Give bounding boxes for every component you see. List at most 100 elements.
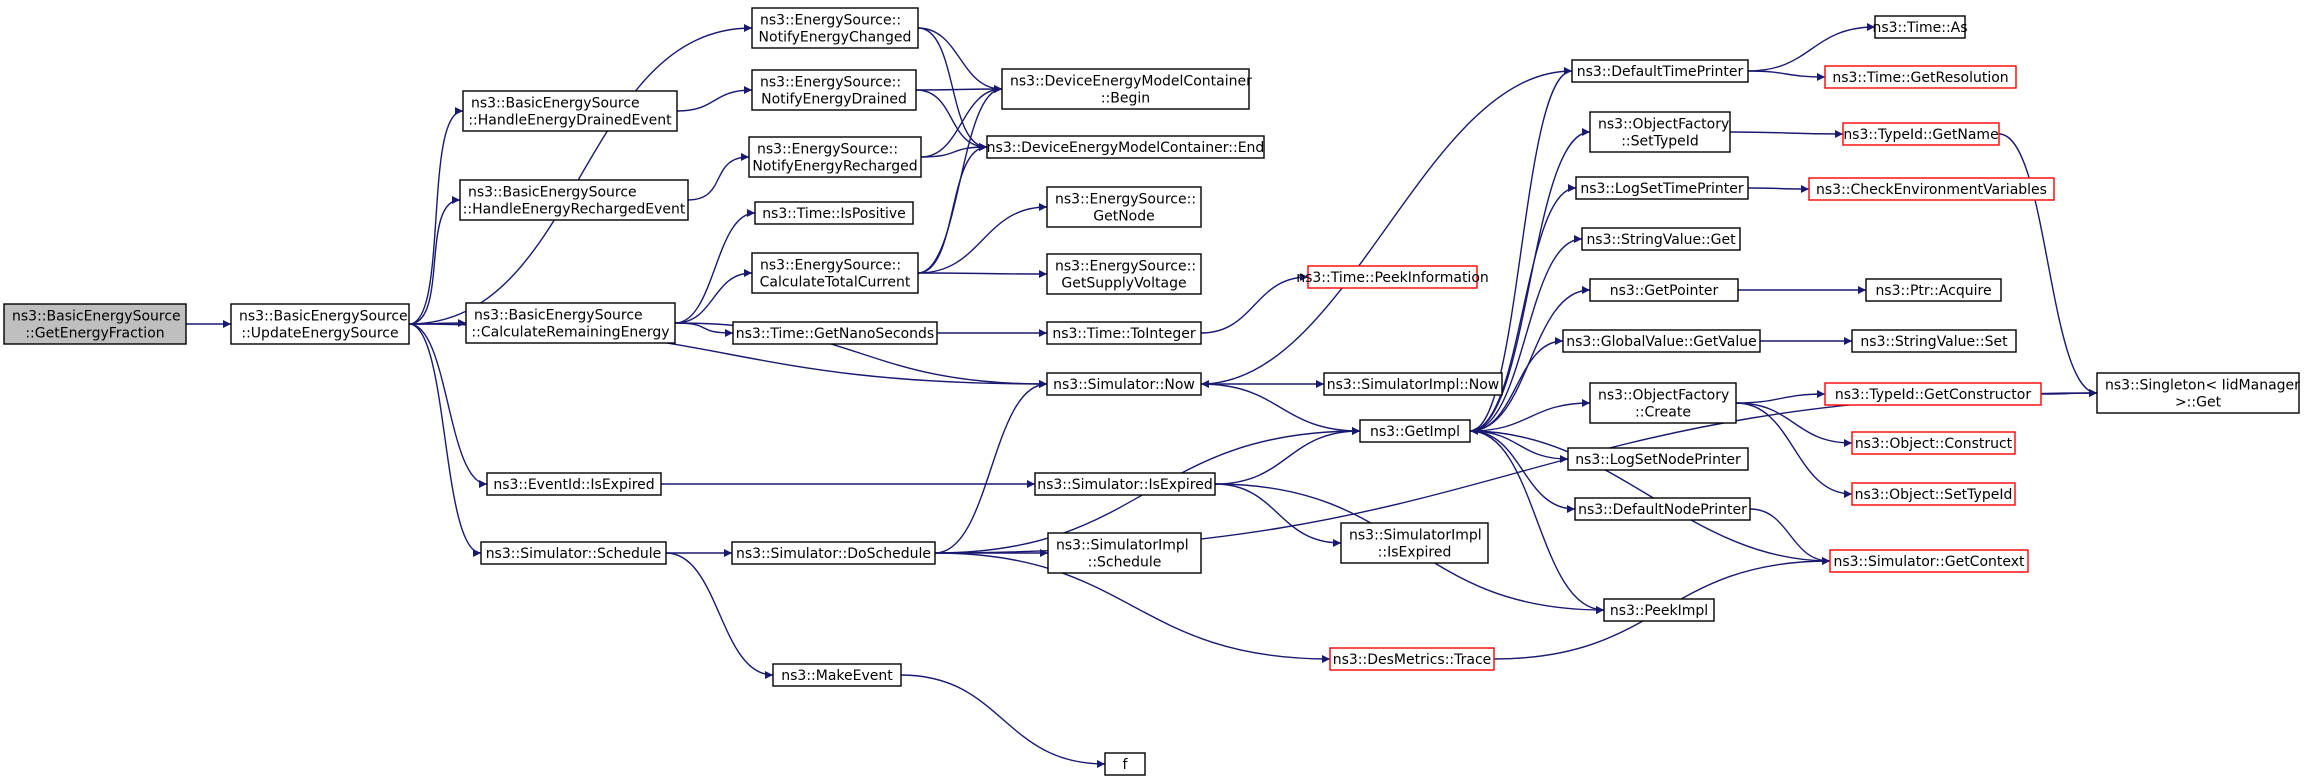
node-box[interactable] bbox=[751, 69, 917, 111]
node-box[interactable] bbox=[480, 541, 667, 565]
node-ns3-basicenergysource-handleenergydrainedevent[interactable]: ns3::BasicEnergySource::HandleEnergyDrai… bbox=[462, 90, 678, 132]
node-ns3-time-getresolution[interactable]: ns3::Time::GetResolution bbox=[1824, 65, 2017, 89]
node-box[interactable] bbox=[1865, 278, 2002, 302]
node-ns3-object-settypeid[interactable]: ns3::Object::SetTypeId bbox=[1851, 482, 2016, 506]
node-ns3-energysource-getsupplyvoltage[interactable]: ns3::EnergySource::GetSupplyVoltage bbox=[1046, 253, 1202, 295]
node-ns3-globalvalue-getvalue[interactable]: ns3::GlobalValue::GetValue bbox=[1562, 329, 1761, 353]
node-ns3-ptr-acquire[interactable]: ns3::Ptr::Acquire bbox=[1865, 278, 2002, 302]
node-box[interactable] bbox=[1329, 647, 1495, 671]
node-box[interactable] bbox=[1874, 15, 1966, 39]
node-box[interactable] bbox=[1034, 472, 1216, 496]
node-ns3-time-getnanoseconds[interactable]: ns3::Time::GetNanoSeconds bbox=[732, 321, 938, 345]
node-ns3-energysource-notifyenergydrained[interactable]: ns3::EnergySource::NotifyEnergyDrained bbox=[751, 69, 917, 111]
node-box[interactable] bbox=[1824, 65, 2017, 89]
node-box[interactable] bbox=[1562, 329, 1761, 353]
node-ns3-desmetrics-trace[interactable]: ns3::DesMetrics::Trace bbox=[1329, 647, 1495, 671]
node-ns3-time-peekinformation[interactable]: ns3::Time::PeekInformation bbox=[1296, 265, 1489, 289]
node-box[interactable] bbox=[1307, 265, 1478, 289]
node-ns3-basicenergysource-handleenergyrechargedevent[interactable]: ns3::BasicEnergySource::HandleEnergyRech… bbox=[459, 179, 689, 221]
node-box[interactable] bbox=[1808, 177, 2055, 201]
node-ns3-getpointer[interactable]: ns3::GetPointer bbox=[1589, 278, 1739, 302]
node-box[interactable] bbox=[731, 541, 936, 565]
node-ns3-simulator-doschedule[interactable]: ns3::Simulator::DoSchedule bbox=[731, 541, 936, 565]
node-ns3-singleton-iidmanager-get[interactable]: ns3::Singleton< IidManager >::Get bbox=[2096, 372, 2300, 414]
node-ns3-basicenergysource-updateenergysource[interactable]: ns3::BasicEnergySource::UpdateEnergySour… bbox=[230, 303, 410, 345]
node-box[interactable] bbox=[1589, 382, 1737, 424]
node-ns3-objectfactory-create[interactable]: ns3::ObjectFactory::Create bbox=[1589, 382, 1737, 424]
node-box[interactable] bbox=[1567, 447, 1749, 471]
node-ns3-stringvalue-get[interactable]: ns3::StringValue::Get bbox=[1581, 227, 1741, 251]
node-ns3-simulator-now[interactable]: ns3::Simulator::Now bbox=[1046, 372, 1202, 396]
node-ns3-simulatorimpl-schedule[interactable]: ns3::SimulatorImpl::Schedule bbox=[1047, 532, 1202, 574]
node-box[interactable] bbox=[1575, 176, 1749, 200]
node-box[interactable] bbox=[1824, 382, 2042, 406]
node-ns3-checkenvironmentvariables[interactable]: ns3::CheckEnvironmentVariables bbox=[1808, 177, 2055, 201]
node-ns3-objectfactory-settypeid[interactable]: ns3::ObjectFactory::SetTypeId bbox=[1589, 111, 1731, 153]
node-ns3-basicenergysource-calculateremainingenergy[interactable]: ns3::BasicEnergySource::CalculateRemaini… bbox=[465, 302, 676, 344]
node-box[interactable] bbox=[486, 472, 662, 496]
node-ns3-peekimpl[interactable]: ns3::PeekImpl bbox=[1603, 598, 1715, 622]
node-ns3-simulatorimpl-isexpired[interactable]: ns3::SimulatorImpl::IsExpired bbox=[1340, 522, 1489, 564]
node-box[interactable] bbox=[1829, 549, 2029, 573]
node-box[interactable] bbox=[986, 135, 1265, 159]
node-box[interactable] bbox=[1323, 372, 1503, 396]
node-box[interactable] bbox=[1046, 321, 1202, 345]
node-box[interactable] bbox=[751, 252, 919, 294]
node-ns3-energysource-getnode[interactable]: ns3::EnergySource::GetNode bbox=[1046, 186, 1202, 228]
node-ns3-deviceenergymodelcontainer-begin[interactable]: ns3::DeviceEnergyModelContainer::Begin bbox=[1001, 68, 1252, 110]
node-box[interactable] bbox=[1001, 68, 1250, 110]
node-box[interactable] bbox=[1589, 111, 1731, 153]
node-box[interactable] bbox=[1574, 497, 1751, 521]
node-ns3-time-as[interactable]: ns3::Time::As bbox=[1872, 15, 1968, 39]
node-box[interactable] bbox=[754, 201, 914, 225]
node-box[interactable] bbox=[1359, 419, 1471, 443]
node-ns3-defaultnodeprinter[interactable]: ns3::DefaultNodePrinter bbox=[1574, 497, 1751, 521]
node-box[interactable] bbox=[1047, 532, 1202, 574]
node-box[interactable] bbox=[732, 321, 938, 345]
node-box[interactable] bbox=[2096, 372, 2300, 414]
node-f[interactable]: f bbox=[1104, 752, 1146, 776]
node-box[interactable] bbox=[230, 303, 410, 345]
node-ns3-getimpl[interactable]: ns3::GetImpl bbox=[1359, 419, 1471, 443]
node-box[interactable] bbox=[1340, 522, 1489, 564]
node-box[interactable] bbox=[1842, 122, 2000, 146]
node-ns3-simulator-isexpired[interactable]: ns3::Simulator::IsExpired bbox=[1034, 472, 1216, 496]
node-ns3-simulatorimpl-now[interactable]: ns3::SimulatorImpl::Now bbox=[1323, 372, 1503, 396]
node-box[interactable] bbox=[465, 302, 676, 344]
node-box[interactable] bbox=[1571, 59, 1749, 83]
node-box[interactable] bbox=[1046, 372, 1202, 396]
node-box[interactable] bbox=[3, 303, 187, 345]
node-ns3-logsetnodeprinter[interactable]: ns3::LogSetNodePrinter bbox=[1567, 447, 1749, 471]
node-ns3-stringvalue-set[interactable]: ns3::StringValue::Set bbox=[1851, 329, 2017, 353]
node-box[interactable] bbox=[462, 90, 678, 132]
node-ns3-energysource-notifyenergyrecharged[interactable]: ns3::EnergySource::NotifyEnergyRecharged bbox=[748, 136, 922, 178]
node-box[interactable] bbox=[1589, 278, 1739, 302]
node-box[interactable] bbox=[1581, 227, 1741, 251]
node-ns3-time-tointeger[interactable]: ns3::Time::ToInteger bbox=[1046, 321, 1202, 345]
node-box[interactable] bbox=[1603, 598, 1715, 622]
node-ns3-defaulttimeprinter[interactable]: ns3::DefaultTimePrinter bbox=[1571, 59, 1749, 83]
node-ns3-deviceenergymodelcontainer-end[interactable]: ns3::DeviceEnergyModelContainer::End bbox=[986, 135, 1265, 159]
node-ns3-energysource-calculatetotalcurrent[interactable]: ns3::EnergySource::CalculateTotalCurrent bbox=[751, 252, 919, 294]
node-ns3-typeid-getname[interactable]: ns3::TypeId::GetName bbox=[1842, 122, 2000, 146]
node-ns3-logsettimeprinter[interactable]: ns3::LogSetTimePrinter bbox=[1575, 176, 1749, 200]
node-box[interactable] bbox=[1851, 329, 2017, 353]
node-box[interactable] bbox=[1046, 186, 1202, 228]
node-box[interactable] bbox=[1104, 752, 1146, 776]
node-box[interactable] bbox=[459, 179, 689, 221]
node-ns3-simulator-schedule[interactable]: ns3::Simulator::Schedule bbox=[480, 541, 667, 565]
node-ns3-makeevent[interactable]: ns3::MakeEvent bbox=[772, 663, 902, 687]
node-ns3-simulator-getcontext[interactable]: ns3::Simulator::GetContext bbox=[1829, 549, 2029, 573]
node-box[interactable] bbox=[748, 136, 922, 178]
node-box[interactable] bbox=[1046, 253, 1202, 295]
node-box[interactable] bbox=[772, 663, 902, 687]
node-box[interactable] bbox=[1851, 482, 2016, 506]
node-ns3-typeid-getconstructor[interactable]: ns3::TypeId::GetConstructor bbox=[1824, 382, 2042, 406]
node-box[interactable] bbox=[751, 7, 919, 49]
node-ns3-object-construct[interactable]: ns3::Object::Construct bbox=[1851, 431, 2016, 455]
node-ns3-energysource-notifyenergychanged[interactable]: ns3::EnergySource::NotifyEnergyChanged bbox=[751, 7, 919, 49]
node-box[interactable] bbox=[1851, 431, 2016, 455]
node-ns3-eventid-isexpired[interactable]: ns3::EventId::IsExpired bbox=[486, 472, 662, 496]
node-ns3-basicenergysource-getenergyfraction[interactable]: ns3::BasicEnergySource::GetEnergyFractio… bbox=[3, 303, 187, 345]
node-ns3-time-ispositive[interactable]: ns3::Time::IsPositive bbox=[754, 201, 914, 225]
